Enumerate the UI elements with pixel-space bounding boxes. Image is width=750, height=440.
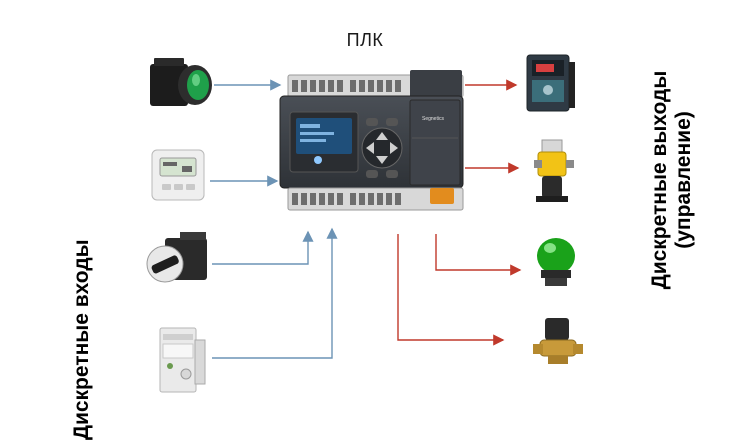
- rotary-switch-icon: [146, 232, 207, 283]
- input-line-3: [212, 230, 314, 265]
- push-button-icon: [150, 58, 212, 106]
- plc-brand: Segnetics: [422, 116, 444, 122]
- thermostat-icon: [151, 149, 205, 201]
- solenoid-valve-icon: [533, 318, 583, 364]
- pump-icon: [534, 139, 574, 202]
- output-line-3: [435, 234, 522, 276]
- output-connections: [397, 79, 522, 346]
- din-relay-icon: [159, 327, 206, 393]
- input-line-4: [212, 227, 338, 359]
- frequency-inverter-icon: [526, 54, 575, 112]
- plc-icon: [279, 70, 464, 211]
- diagram-title: ПЛК: [346, 30, 384, 50]
- output-line-4: [397, 234, 505, 346]
- signal-lamp-icon: [537, 238, 575, 286]
- input-connections: [210, 79, 338, 359]
